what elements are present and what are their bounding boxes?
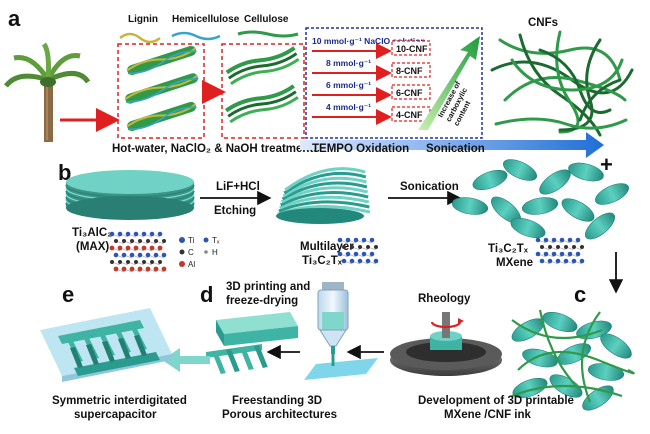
palm-tree-icon <box>4 42 91 142</box>
cellulose-strand-icon <box>237 30 299 38</box>
svg-text:Al: Al <box>188 260 195 269</box>
tempo-row: 4 mmol·g⁻¹ 4-CNF <box>312 102 431 125</box>
treated-fiber-bundles <box>224 46 300 124</box>
multilayer-label-line2: Ti₃C₂Tₓ <box>302 255 343 267</box>
max-label-line2: (MAX) <box>76 241 109 253</box>
printing-label-line2: freeze-drying <box>226 295 298 307</box>
label-cellulose: Cellulose <box>244 14 289 25</box>
label-tempo-oxidation: TEMPO Oxidation <box>312 143 409 155</box>
tempo-row: 6 mmol·g⁻¹ 6-CNF <box>312 80 431 103</box>
pretreatment-caption: Hot-water, NaClO₂ & NaOH treatments <box>112 143 320 155</box>
max-crystal-lattice-icon <box>109 231 167 273</box>
tempo-row-amount: 6 mmol·g⁻¹ <box>326 80 371 90</box>
mxene-label-line2: MXene <box>496 257 533 269</box>
architecture-caption-line1: Freestanding 3D <box>232 395 322 407</box>
device-caption-line2: supercapacitor <box>74 409 157 421</box>
svg-text:C: C <box>188 248 194 257</box>
svg-text:Increase of carboxylic: Increase of carboxylic content <box>436 78 479 127</box>
tempo-row-product: 4-CNF <box>396 110 423 120</box>
cnf-network-icon <box>490 30 634 137</box>
multilayer-label-line1: Multilayer <box>300 241 354 253</box>
printed-interdigitated-architecture-icon <box>206 344 268 374</box>
tempo-row-amount: 10 mmol·g⁻¹ NaClO solution <box>312 36 426 46</box>
supercapacitor-device-icon <box>40 308 172 382</box>
ink-caption-line2: MXene /CNF ink <box>444 409 532 421</box>
svg-text:H: H <box>212 248 218 257</box>
mxene-label-line1: Ti₃C₂Tₓ <box>488 243 529 255</box>
svg-text:Ti: Ti <box>188 236 195 245</box>
treated-fiber-box <box>221 43 305 139</box>
tempo-row-amount: 4 mmol·g⁻¹ <box>326 102 371 112</box>
tempo-oxidation-box <box>305 27 483 139</box>
print-bed-icon <box>304 358 378 380</box>
label-hemicellulose: Hemicellulose <box>172 14 240 25</box>
multilayer-lattice-icon <box>337 237 379 265</box>
carboxyl-gradient-arrow <box>418 36 480 130</box>
panel-letter-d: d <box>200 282 213 307</box>
svg-text:Tₓ: Tₓ <box>212 236 220 245</box>
hemicellulose-strand-icon <box>171 31 221 41</box>
porous-block-icon <box>216 312 298 346</box>
atom-legend: Ti Tₓ C H Al <box>179 236 220 269</box>
label-sonication-a: Sonication <box>426 143 485 155</box>
sonication-label-b: Sonication <box>400 181 459 193</box>
syringe-icon <box>317 282 349 354</box>
tempo-row-product: 8-CNF <box>396 66 423 76</box>
device-caption-line1: Symmetric interdigitated <box>52 395 187 407</box>
ink-caption-line1: Development of 3D printable <box>418 395 574 407</box>
max-phase-disc-icon <box>65 170 195 220</box>
panel-letter-e: e <box>62 282 74 307</box>
max-label-line1: Ti₃AlC₂ <box>72 227 112 239</box>
mxene-flakes-icon <box>451 159 629 240</box>
panel-letter-c: c <box>574 282 586 307</box>
mxene-lattice-icon <box>535 237 585 265</box>
lignin-strand-icon <box>119 32 161 44</box>
label-lignin: Lignin <box>128 14 158 25</box>
panel-letter-a: a <box>8 6 21 31</box>
raw-fiber-bundles <box>124 45 199 132</box>
rheometer-icon <box>390 312 502 376</box>
printing-label-line1: 3D printing and <box>226 281 310 293</box>
multilayer-mxene-icon <box>276 167 371 224</box>
mxene-cnf-ink-icon <box>511 309 635 411</box>
process-arrow-blue <box>300 132 604 158</box>
tempo-row-product: 10-CNF <box>396 44 428 54</box>
etch-reagent-label: LiF+HCl <box>216 181 260 193</box>
plus-sign: + <box>600 152 613 177</box>
tempo-row-amount: 8 mmol·g⁻¹ <box>326 58 371 68</box>
tempo-row: 8 mmol·g⁻¹ 8-CNF <box>312 58 431 81</box>
arrow-architecture-to-device <box>162 348 210 372</box>
rheology-label: Rheology <box>418 293 471 305</box>
architecture-caption-line2: Porous architectures <box>222 409 337 421</box>
etch-label: Etching <box>214 205 256 217</box>
label-cnfs: CNFs <box>528 17 558 29</box>
tempo-row-product: 6-CNF <box>396 88 423 98</box>
panel-letter-b: b <box>58 160 71 185</box>
